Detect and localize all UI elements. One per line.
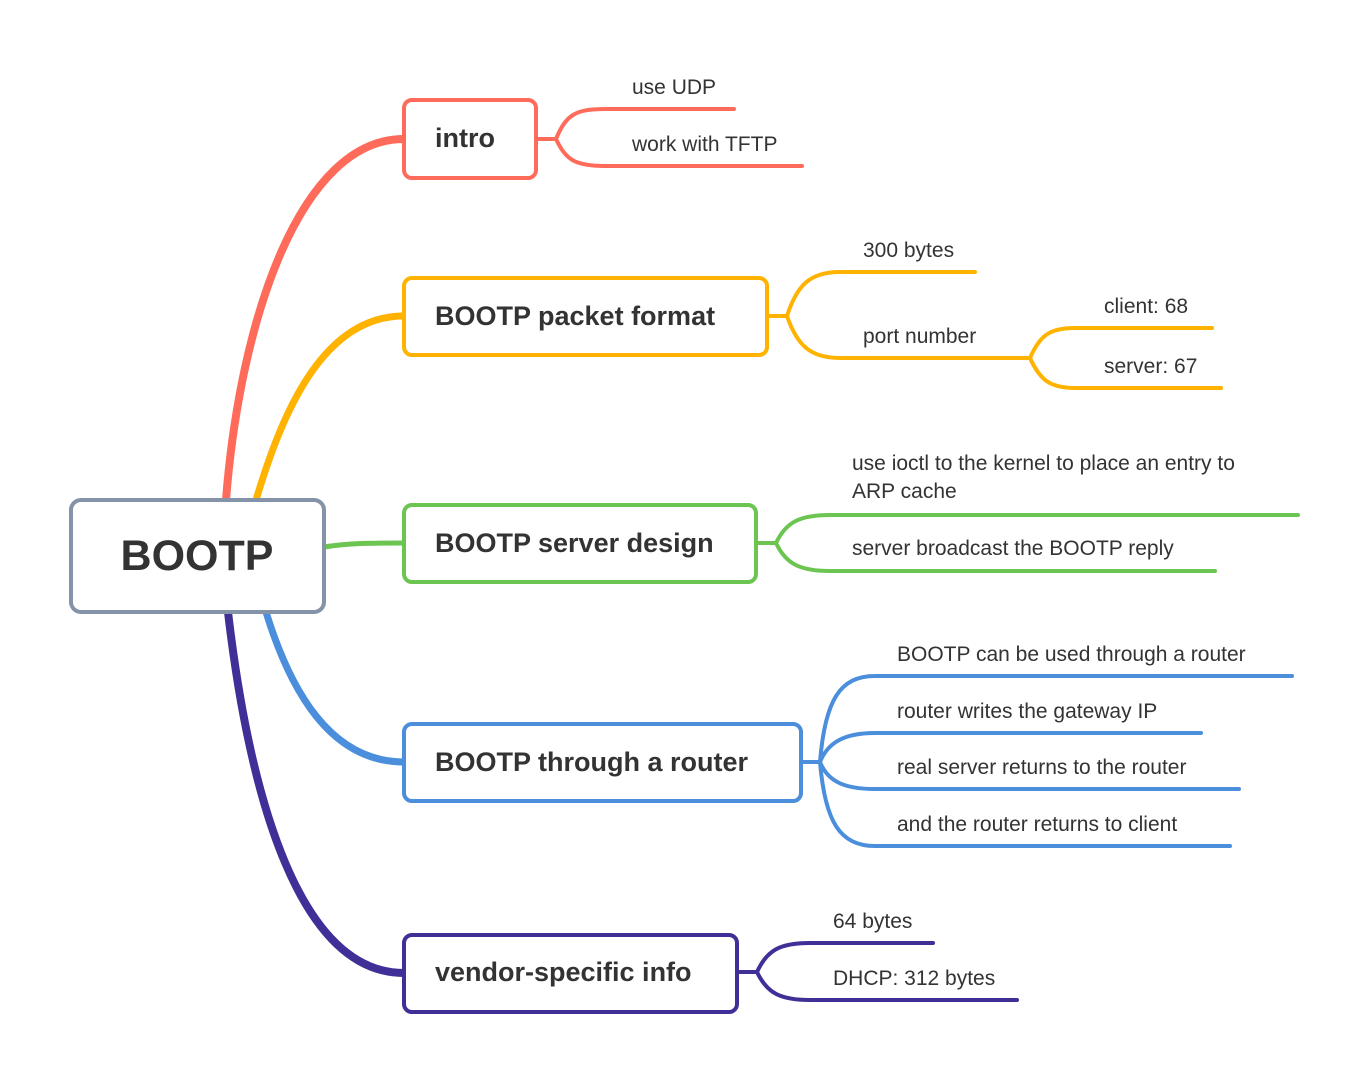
leaf-item[interactable]: and the router returns to client	[897, 813, 1177, 836]
branch-packet-format[interactable]: BOOTP packet format	[402, 276, 769, 357]
leaf-item[interactable]: router writes the gateway IP	[897, 700, 1157, 723]
branch-label: intro	[435, 123, 495, 153]
leaf-item[interactable]: BOOTP can be used through a router	[897, 643, 1246, 666]
branch-vendor-info[interactable]: vendor-specific info	[402, 933, 739, 1014]
connector-server-design	[323, 540, 405, 550]
branch-label: BOOTP through a router	[435, 747, 748, 777]
connector-packet-format	[252, 312, 405, 502]
leaf-item[interactable]: use UDP	[632, 76, 716, 99]
branch-label: BOOTP packet format	[435, 301, 715, 331]
connector-router	[262, 610, 405, 766]
branch-label: vendor-specific info	[435, 957, 692, 987]
leaf-item[interactable]: use ioctl to the kernel to place an entr…	[852, 452, 1235, 475]
leaf-item[interactable]: server broadcast the BOOTP reply	[852, 537, 1174, 560]
leaf-item[interactable]: real server returns to the router	[897, 756, 1186, 779]
connector-intro	[222, 135, 405, 501]
root-label: BOOTP	[121, 532, 274, 580]
branch-intro[interactable]: intro	[402, 98, 538, 180]
root-node[interactable]: BOOTP	[69, 498, 326, 614]
leaf-item[interactable]: 300 bytes	[863, 239, 954, 262]
leaf-item-continued[interactable]: ARP cache	[852, 480, 957, 503]
branch-server-design[interactable]: BOOTP server design	[402, 503, 758, 584]
leaf-item[interactable]: port number	[863, 325, 976, 348]
leaf-item[interactable]: work with TFTP	[631, 133, 777, 156]
connector-vendor	[224, 611, 405, 977]
branch-label: BOOTP server design	[435, 528, 714, 558]
leaf-item[interactable]: client: 68	[1104, 295, 1188, 318]
branch-router[interactable]: BOOTP through a router	[402, 722, 803, 803]
leaf-item[interactable]: server: 67	[1104, 355, 1197, 378]
leaf-item[interactable]: DHCP: 312 bytes	[833, 967, 995, 990]
leaf-item[interactable]: 64 bytes	[833, 910, 912, 933]
